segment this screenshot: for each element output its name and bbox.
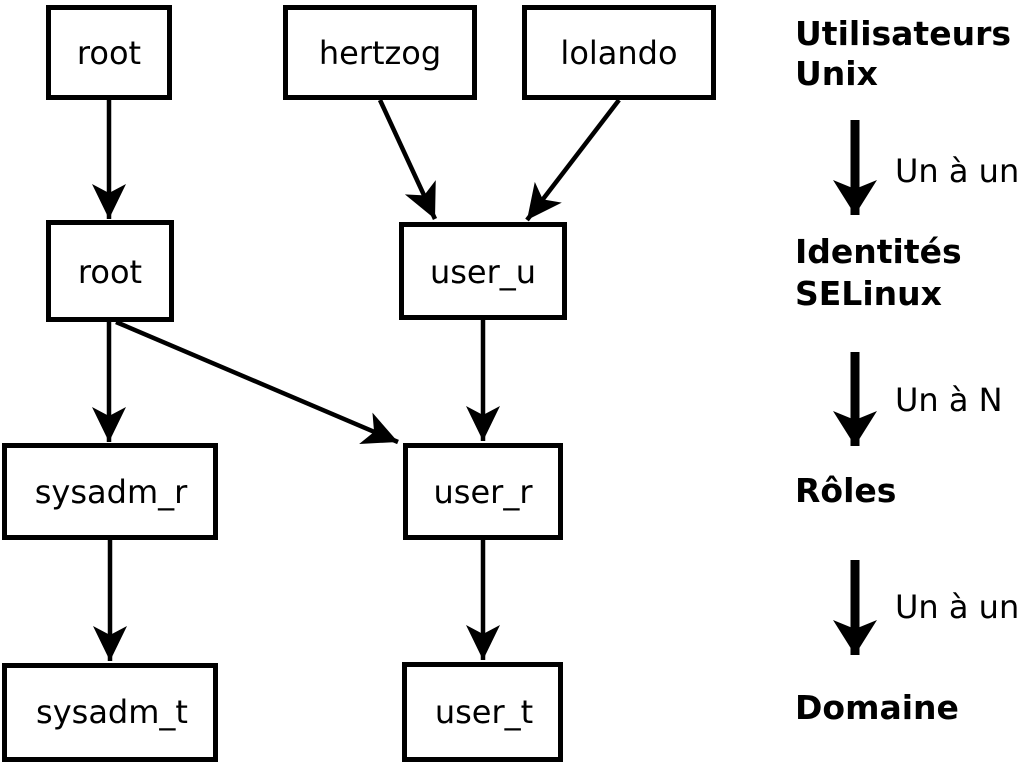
identity-user-u-label: user_u — [430, 253, 536, 291]
unix-lolando-box — [522, 5, 716, 100]
domain-user-t-label: user_t — [435, 693, 533, 731]
node-role-sysadm-r: sysadm_r — [2, 443, 218, 540]
role-user-r-box — [403, 443, 563, 540]
unix-root-box — [46, 5, 172, 100]
role-user-r-label: user_r — [434, 473, 534, 511]
identity-root-label: root — [78, 253, 142, 291]
legend-level-unix-users-line1: Utilisateurs — [795, 14, 1011, 53]
edges — [92, 98, 621, 661]
domain-sysadm-t-box — [2, 663, 218, 762]
role-sysadm-r-box — [2, 443, 218, 540]
unix-hertzog-box — [283, 5, 477, 100]
legend-level-roles: Rôles — [795, 471, 896, 510]
node-unix-root: root — [46, 5, 172, 100]
legend-level-selinux-identities-line1: Identités — [795, 232, 962, 271]
nodes: root hertzog lolando root user_u sysadm_ — [2, 5, 716, 762]
unix-lolando-label: lolando — [560, 34, 677, 72]
node-domain-sysadm-t: sysadm_t — [2, 663, 218, 762]
edge-root-to-user-r — [115, 319, 399, 445]
legend-level-unix-users-line2: Unix — [795, 54, 878, 93]
identity-user-u-box — [399, 222, 567, 320]
unix-root-label: root — [77, 34, 141, 72]
domain-user-t-box — [402, 662, 563, 762]
legend: Utilisateurs Unix Un à un Identités SELi… — [795, 14, 1019, 727]
domain-sysadm-t-label: sysadm_t — [36, 693, 188, 731]
legend-relation-3-label: Un à un — [895, 588, 1019, 626]
legend-relation-1-label: Un à un — [895, 152, 1019, 190]
legend-level-selinux-identities-line2: SELinux — [795, 274, 942, 313]
legend-level-domain: Domaine — [795, 688, 959, 727]
node-identity-user-u: user_u — [399, 222, 567, 320]
legend-relation-2-label: Un à N — [895, 381, 1003, 419]
edge-hertzog-to-user-u — [377, 99, 438, 220]
edge-lolando-to-user-u — [525, 98, 621, 222]
node-unix-hertzog: hertzog — [283, 5, 477, 100]
unix-hertzog-label: hertzog — [319, 34, 441, 72]
node-domain-user-t: user_t — [402, 662, 563, 762]
role-sysadm-r-label: sysadm_r — [35, 473, 188, 511]
identity-root-box — [46, 220, 174, 322]
node-role-user-r: user_r — [403, 443, 563, 540]
node-identity-root: root — [46, 220, 174, 322]
node-unix-lolando: lolando — [522, 5, 716, 100]
